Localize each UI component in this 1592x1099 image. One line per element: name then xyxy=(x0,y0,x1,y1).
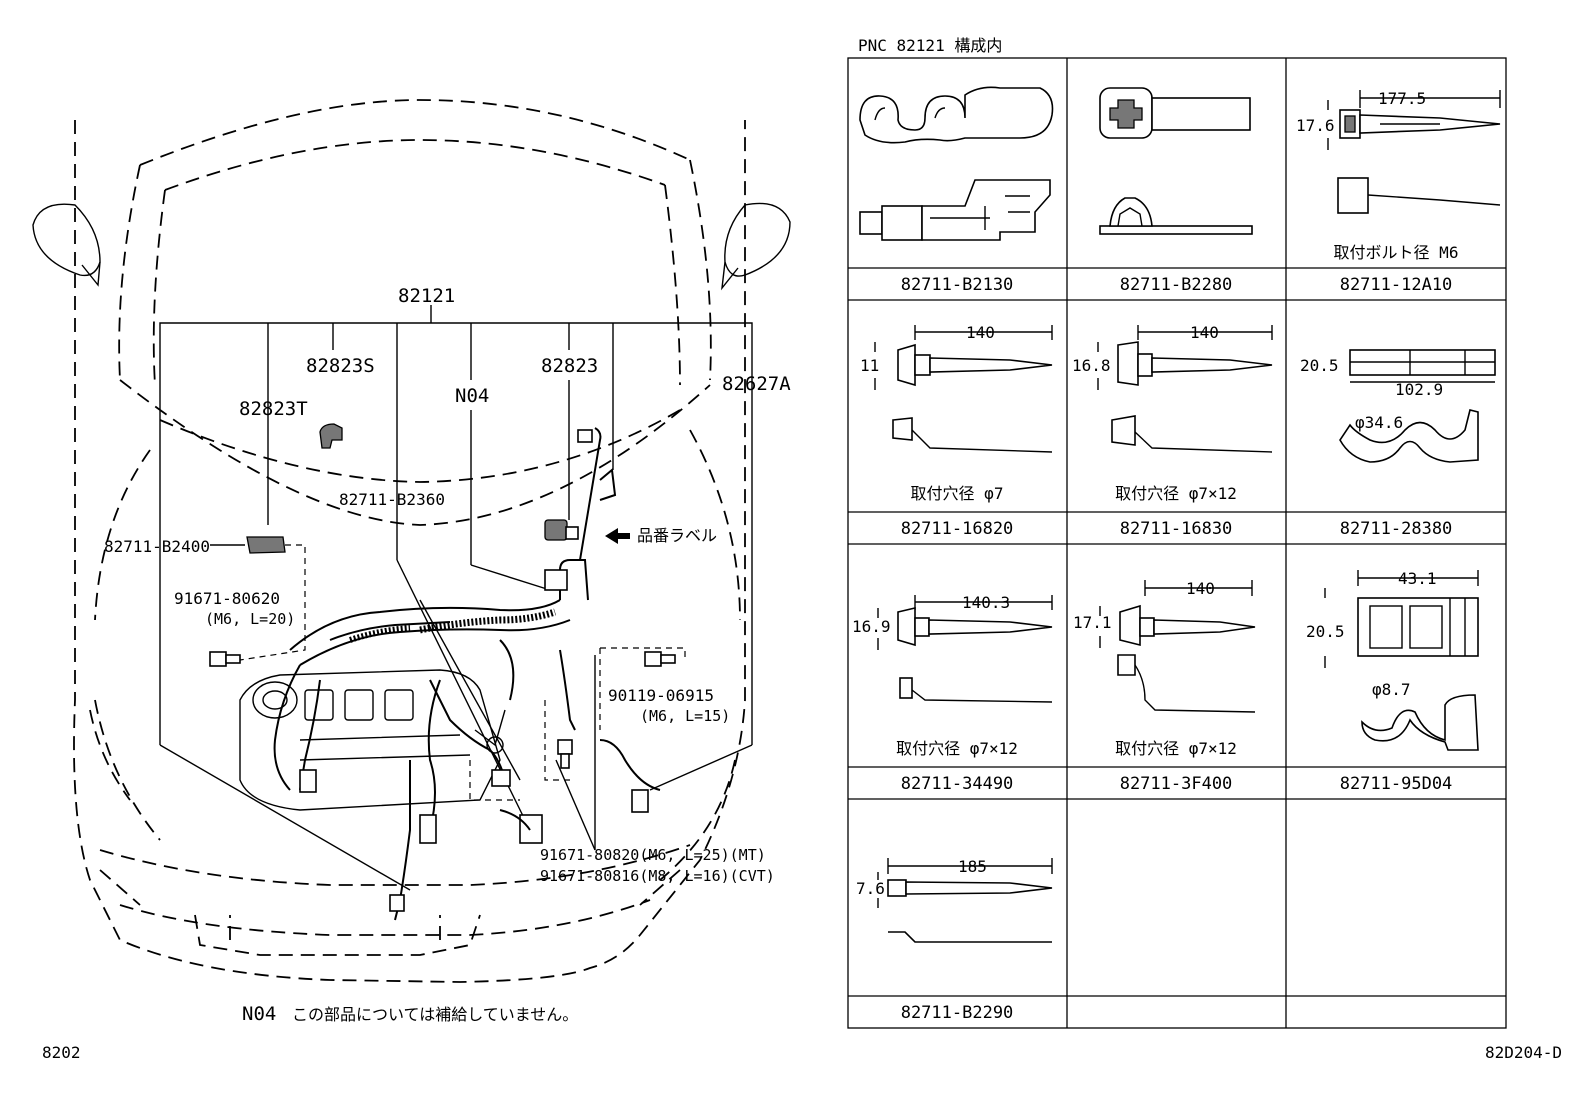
callout-N04: N04 xyxy=(455,385,489,407)
footnote-code: N04 xyxy=(242,1003,276,1025)
note-r2c1: 取付穴径 φ7 xyxy=(911,484,1004,503)
pnc-table-title: PNC 82121 構成内 xyxy=(858,36,1002,55)
dim-h-r3c1: 16.9 xyxy=(852,617,891,636)
bolt-guide-lines xyxy=(239,544,686,801)
part-label-arrow-icon xyxy=(605,528,630,544)
dim-len-r4c1: 185 xyxy=(958,857,987,876)
part-no-r3c3: 82711-95D04 xyxy=(1340,774,1453,794)
dim-h-r2c3: 20.5 xyxy=(1300,356,1339,375)
bolt-91671-80620 xyxy=(209,651,241,667)
note-r2c2: 取付穴径 φ7×12 xyxy=(1115,484,1237,503)
bolt-90119-06915-number: 90119-06915 xyxy=(608,686,714,705)
callout-82823S: 82823S xyxy=(306,355,375,377)
bolt-91671-80620-number: 91671-80620 xyxy=(174,589,280,608)
part-no-r4c1: 82711-B2290 xyxy=(901,1003,1014,1023)
dim-d-r3c3: φ8.7 xyxy=(1372,680,1411,699)
part-no-r1c2: 82711-B2280 xyxy=(1120,275,1233,295)
part-drawing-r2c1 xyxy=(874,325,1053,453)
dim-h-r3c3: 20.5 xyxy=(1306,622,1345,641)
part-drawing-r3c3 xyxy=(1324,570,1479,751)
bolt-90119-06915 xyxy=(644,651,676,667)
part-number-label-callout: 品番ラベル xyxy=(637,526,717,545)
part-no-r1c3: 82711-12A10 xyxy=(1340,275,1453,295)
part-drawing-r3c1 xyxy=(877,595,1053,703)
small-parts xyxy=(209,423,676,769)
parts-table-grid xyxy=(847,57,1507,1029)
parts-table-part-numbers: 82711-B2130 82711-B2280 82711-12A10 8271… xyxy=(901,275,1453,1023)
dim-len-r2c1: 140 xyxy=(966,323,995,342)
dim-h-r3c2: 17.1 xyxy=(1073,613,1112,632)
part-no-r2c3: 82711-28380 xyxy=(1340,519,1453,539)
bolt-91671-80620-spec: (M6, L=20) xyxy=(205,610,295,628)
dim-h-r2c1: 11 xyxy=(860,356,879,375)
dim-h-r2c2: 16.8 xyxy=(1072,356,1111,375)
part-drawing-r1c1 xyxy=(859,86,1054,241)
parts-table-notes: 取付ボルト径 M6 取付穴径 φ7 取付穴径 φ7×12 取付穴径 φ7×12 … xyxy=(896,243,1458,758)
callout-82627A: 82627A xyxy=(722,373,791,395)
callout-82823: 82823 xyxy=(541,355,598,377)
bolt-91671-80816-callout: 91671-80816(M8, L=16)(CVT) xyxy=(540,867,775,885)
note-r3c2: 取付穴径 φ7×12 xyxy=(1115,739,1237,758)
part-drawing-r3c2 xyxy=(1099,580,1256,713)
part-drawing-r4c1 xyxy=(877,858,1053,943)
page-code-right: 82D204-D xyxy=(1485,1043,1562,1062)
vehicle-outline xyxy=(32,99,791,983)
bolt-91671-80820 xyxy=(557,739,573,769)
engine-harness-artwork xyxy=(239,427,661,921)
dim-w-r3c3: 43.1 xyxy=(1398,569,1437,588)
part-no-r3c1: 82711-34490 xyxy=(901,774,1014,794)
part-drawing-r2c2 xyxy=(1097,325,1273,453)
part-drawing-r2c3 xyxy=(1339,349,1496,463)
dim-len-r3c2: 140 xyxy=(1186,579,1215,598)
dim-len-r3c1: 140.3 xyxy=(962,593,1010,612)
parts-table-dimensions: 177.5 17.6 140 11 140 16.8 102.9 20.5 φ3… xyxy=(852,89,1443,898)
page-code-left: 8202 xyxy=(42,1043,81,1062)
bolt-90119-06915-spec: (M6, L=15) xyxy=(640,707,730,725)
note-r1c3: 取付ボルト径 M6 xyxy=(1334,243,1459,262)
callout-82711-B2360: 82711-B2360 xyxy=(339,490,445,509)
part-no-r2c1: 82711-16820 xyxy=(901,519,1014,539)
left-labels: 82121 82823S 82823T N04 82823 82627A 827… xyxy=(42,285,1562,1062)
bolt-91671-80820-callout: 91671-80820(M6, L=25)(MT) xyxy=(540,846,766,864)
dim-len-r2c2: 140 xyxy=(1190,323,1219,342)
note-r3c1: 取付穴径 φ7×12 xyxy=(896,739,1018,758)
part-no-r1c1: 82711-B2130 xyxy=(901,275,1014,295)
callout-82823T: 82823T xyxy=(239,398,308,420)
assembly-number-82121: 82121 xyxy=(398,285,455,307)
dim-h-r4c1: 7.6 xyxy=(856,879,885,898)
part-drawing-r1c3 xyxy=(1327,90,1501,214)
callout-82711-B2400: 82711-B2400 xyxy=(104,537,210,556)
dim-d-r2c3: φ34.6 xyxy=(1355,413,1403,432)
dim-len-r1c3: 177.5 xyxy=(1378,89,1426,108)
part-no-r3c2: 82711-3F400 xyxy=(1120,774,1233,794)
dim-h-r1c3: 17.6 xyxy=(1296,116,1335,135)
dim-w-r2c3: 102.9 xyxy=(1395,380,1443,399)
footnote-text: この部品については補給していません。 xyxy=(292,1005,578,1024)
part-drawing-r1c2 xyxy=(1099,87,1253,235)
part-no-r2c2: 82711-16830 xyxy=(1120,519,1233,539)
